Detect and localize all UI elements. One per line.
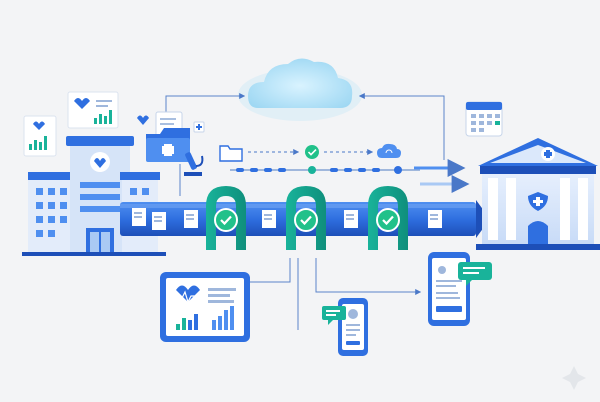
flow-arrows	[414, 159, 470, 193]
cloud-icon	[238, 58, 362, 121]
sparkle-icon	[562, 366, 586, 390]
document-icon	[344, 210, 358, 228]
check-icon	[382, 215, 394, 226]
microscope-icon	[184, 152, 204, 176]
chat-bubble-icon	[458, 262, 492, 286]
person-icon	[348, 309, 358, 319]
heart-chart-card-icon	[23, 115, 57, 157]
government-building-icon	[476, 138, 600, 250]
heart-icon	[137, 115, 149, 125]
check-icon	[300, 215, 312, 226]
tablet-dashboard-icon	[160, 272, 250, 342]
sync-cloud-icon	[377, 143, 401, 158]
person-icon	[438, 266, 446, 274]
checkpoint-arch-icon	[206, 186, 246, 250]
checkpoint-arch-icon	[286, 186, 326, 250]
document-icon	[184, 210, 198, 228]
calendar-icon	[465, 101, 503, 137]
check-icon	[220, 215, 232, 226]
heart-chart-card-icon	[67, 91, 119, 129]
chat-bubble-icon	[322, 306, 346, 325]
check-icon	[305, 145, 319, 159]
medical-folder-icon	[146, 111, 205, 162]
document-icon	[428, 210, 442, 228]
checkpoint-arch-icon	[368, 186, 408, 250]
status-steps	[219, 143, 420, 174]
hospital-building-icon	[22, 136, 166, 256]
document-icon	[262, 210, 276, 228]
document-icon	[132, 208, 166, 230]
device-connectors	[250, 258, 422, 330]
folder-icon	[219, 145, 243, 162]
